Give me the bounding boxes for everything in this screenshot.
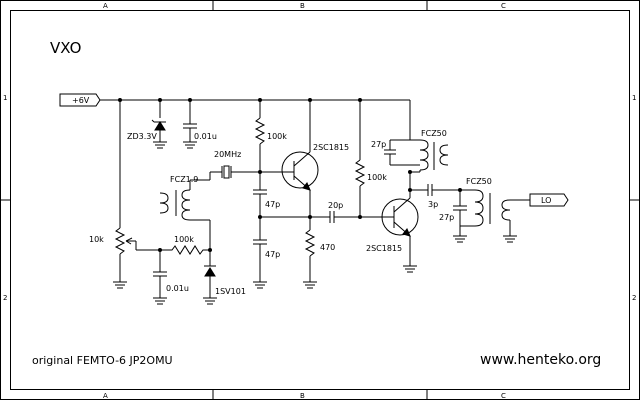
coil-fcz19-label: FCZ1.9 — [170, 175, 198, 184]
footer-credit: original FEMTO-6 JP2OMU — [32, 354, 173, 367]
grid-col-b-top: B — [300, 2, 305, 10]
transistor-q1-label: 2SC1815 — [313, 143, 349, 152]
bypass-cap-bottom-label: 0.01u — [166, 284, 189, 293]
zener-diode — [151, 100, 167, 149]
output-tank-cap — [453, 190, 475, 243]
feedback-cap-1 — [253, 189, 267, 240]
varicap-feed-resistor — [160, 245, 212, 255]
pot-label: 10k — [89, 235, 104, 244]
coil-fcz50-out — [474, 189, 530, 243]
varicap-feed-resistor-label: 100k — [174, 235, 194, 244]
varicap-label: 1SV101 — [215, 287, 246, 296]
grid-row-1-left: 1 — [3, 94, 7, 102]
inner-frame — [10, 10, 630, 390]
grid-col-b-bottom: B — [300, 392, 305, 400]
varicap-diode — [203, 220, 217, 305]
crystal-label: 20MHz — [214, 150, 241, 159]
coupling-cap-20p — [329, 211, 394, 223]
supply-port — [59, 93, 101, 107]
emitter-resistor — [303, 229, 317, 289]
bypass-cap-top — [183, 100, 197, 149]
coil-fcz50-out-label: FCZ50 — [466, 177, 492, 186]
tank-fcz50-mid — [384, 100, 449, 192]
grid-col-a-bottom: A — [103, 392, 108, 400]
output-coupling — [409, 172, 475, 198]
bypass-cap-top-label: 0.01u — [194, 132, 217, 141]
emitter-node — [260, 215, 330, 219]
grid-col-c-top: C — [501, 2, 506, 10]
feedback-cap-2-label: 47p — [265, 250, 280, 259]
sheet-title: VXO — [50, 39, 81, 57]
zener-label: ZD3.3V — [127, 132, 157, 141]
q1-bias-resistor-label: 100k — [267, 132, 287, 141]
q2-bias-resistor — [354, 100, 366, 217]
supply-port-label: +6V — [72, 96, 90, 105]
output-cap-label: 3p — [428, 200, 438, 209]
grid-row-2-left: 2 — [3, 294, 7, 302]
footer-url: www.henteko.org — [480, 352, 601, 368]
feedback-cap-1-label: 47p — [265, 200, 280, 209]
transistor-q2 — [381, 172, 419, 273]
emitter-resistor-label: 470 — [320, 243, 335, 252]
transistor-q2-label: 2SC1815 — [366, 244, 402, 253]
bypass-cap-bottom — [153, 250, 167, 305]
grid-row-1-right: 1 — [632, 94, 636, 102]
output-tank-cap-label: 27p — [439, 213, 454, 222]
grid-row-2-right: 2 — [632, 294, 636, 302]
pot-10k — [113, 100, 162, 289]
coil-fcz50-mid-label: FCZ50 — [421, 129, 447, 138]
coupling-cap-label: 20p — [328, 201, 343, 210]
q1-bias-resistor — [254, 100, 266, 190]
grid-col-a-top: A — [103, 2, 108, 10]
feedback-cap-2 — [253, 239, 267, 289]
grid-col-c-bottom: C — [501, 392, 506, 400]
supply-rail — [100, 98, 410, 102]
q2-bias-resistor-label: 100k — [367, 173, 387, 182]
crystal-20mhz — [210, 165, 262, 179]
coil-fcz19 — [159, 172, 211, 221]
output-port-label: LO — [541, 196, 551, 205]
tank-cap-1-label: 27p — [371, 140, 386, 149]
transistor-q1 — [260, 100, 319, 230]
output-port — [529, 193, 569, 207]
